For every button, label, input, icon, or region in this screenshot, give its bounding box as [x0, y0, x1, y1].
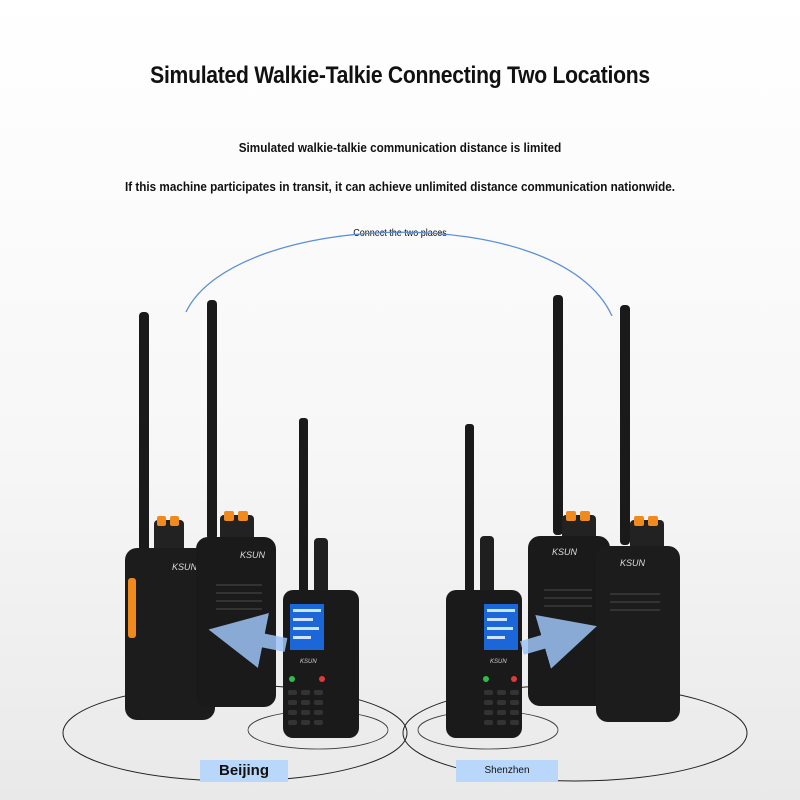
brand-logo: KSUN [490, 659, 507, 665]
radio-right-front: KSUN [446, 424, 522, 738]
brand-logo: KSUN [620, 558, 646, 568]
radio-right-back-2: KSUN [596, 305, 680, 722]
location-label-shenzhen: Shenzhen [456, 760, 558, 782]
arrow-left-icon [208, 613, 288, 668]
subtitle-unlimited-distance: If this machine participates in transit,… [124, 179, 676, 194]
subtitle-distance-limited: Simulated walkie-talkie communication di… [238, 140, 562, 155]
arrow-right-icon [520, 614, 597, 669]
radio-left-back-1: KSUN [125, 312, 215, 720]
radio-left-front: KSUN [283, 418, 359, 738]
brand-logo: KSUN [552, 547, 578, 557]
connection-arc [185, 231, 613, 317]
location-label-beijing: Beijing [200, 760, 288, 782]
connect-label: Connect the two places [353, 228, 447, 239]
page-title: Simulated Walkie-Talkie Connecting Two L… [150, 62, 650, 89]
brand-logo: KSUN [240, 550, 266, 560]
brand-logo: KSUN [172, 562, 198, 572]
brand-logo: KSUN [300, 659, 317, 665]
